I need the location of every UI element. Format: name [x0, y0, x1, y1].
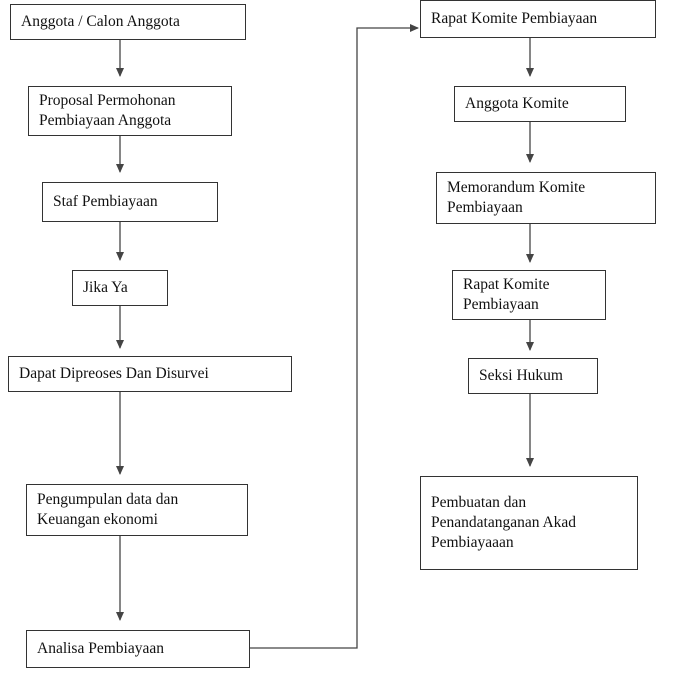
- step-committee-memorandum: Memorandum Komite Pembiayaan: [436, 172, 656, 224]
- step-committee-member: Anggota Komite: [454, 86, 626, 122]
- step-data-collection: Pengumpulan data dan Keuangan ekonomi: [26, 484, 248, 536]
- step-member-applicant: Anggota / Calon Anggota: [10, 4, 246, 40]
- step-legal-section: Seksi Hukum: [468, 358, 598, 394]
- step-committee-meeting-2: Rapat Komite Pembiayaan: [452, 270, 606, 320]
- step-contract-signing: Pembuatan dan Penandatanganan Akad Pembi…: [420, 476, 638, 570]
- step-committee-meeting: Rapat Komite Pembiayaan: [420, 0, 656, 38]
- step-financing-analysis: Analisa Pembiayaan: [26, 630, 250, 668]
- arrow-7-to-right-top: [250, 24, 419, 649]
- step-if-yes: Jika Ya: [72, 270, 168, 306]
- step-processed-surveyed: Dapat Dipreoses Dan Disurvei: [8, 356, 292, 392]
- step-financing-proposal: Proposal Permohonan Pembiayaan Anggota: [28, 86, 232, 136]
- step-financing-staff: Staf Pembiayaan: [42, 182, 218, 222]
